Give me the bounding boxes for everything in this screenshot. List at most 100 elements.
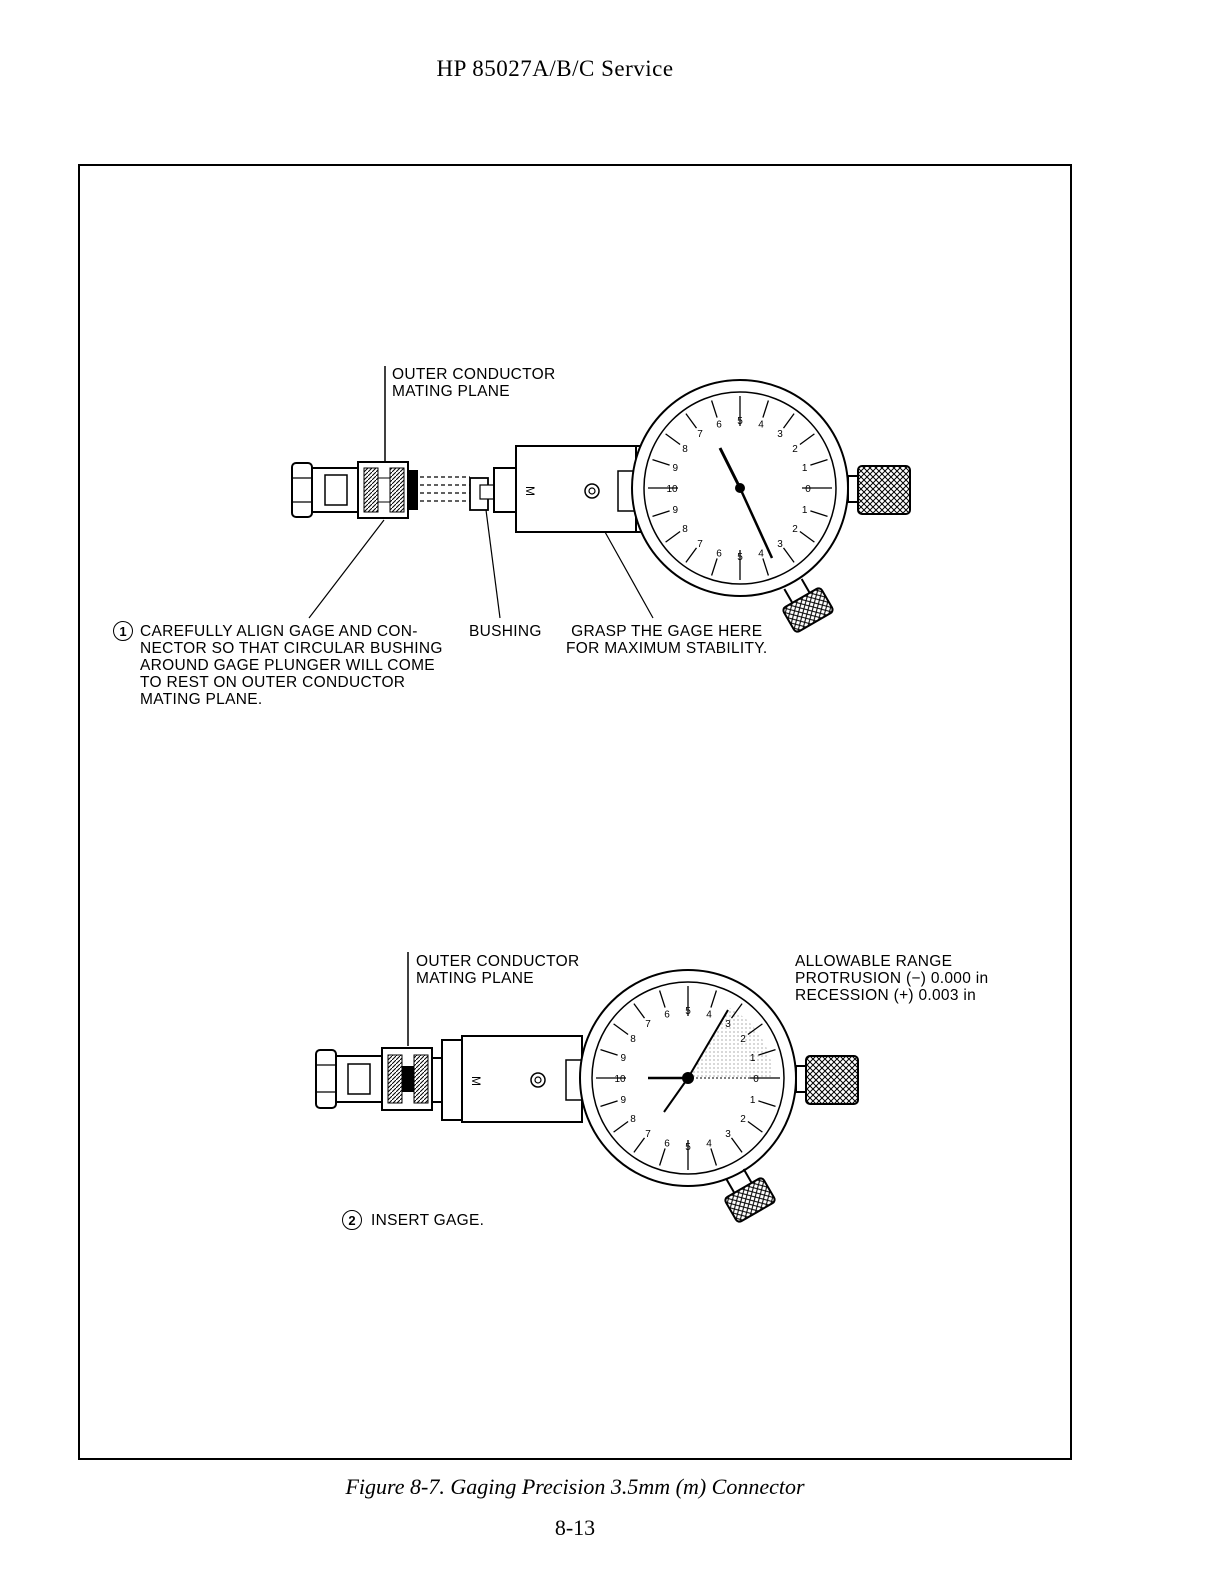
dial-number: 2 (740, 1034, 746, 1045)
dial-tick (762, 400, 770, 418)
dial-tick (799, 433, 815, 446)
step-1-line: NECTOR SO THAT CIRCULAR BUSHING (140, 640, 443, 657)
grasp-label: GRASP THE GAGE HERE FOR MAXIMUM STABILIT… (566, 623, 768, 657)
dial-tick (685, 547, 698, 563)
dial-number: 3 (777, 539, 783, 550)
dial-number: 7 (645, 1129, 651, 1140)
fig2-plane-label-line2: MATING PLANE (416, 970, 534, 987)
dial-number: 5 (685, 1006, 691, 1017)
leader-bushing (485, 509, 501, 619)
step-1-line: AROUND GAGE PLUNGER WILL COME (140, 657, 435, 674)
range-title: ALLOWABLE RANGE (795, 953, 953, 970)
allowable-range-shade (688, 1008, 773, 1078)
fig1-plane-label: OUTER CONDUCTOR MATING PLANE (392, 366, 556, 400)
dial-tick (730, 1003, 743, 1019)
dial-number: 1 (802, 505, 808, 516)
dial-tick (633, 1003, 646, 1019)
body-letter: M (523, 486, 537, 496)
grasp-label-line1: GRASP THE GAGE HERE (571, 623, 763, 640)
dial-tick (782, 547, 795, 563)
range-recession: RECESSION (+) 0.003 in (795, 987, 977, 1004)
dial-number: 2 (740, 1114, 746, 1125)
dial-number: 8 (682, 444, 688, 455)
dial-tick (652, 510, 670, 518)
dial-number: 8 (630, 1114, 636, 1125)
dial-tick (652, 458, 670, 466)
dial-tick (710, 1148, 718, 1166)
dial-tick (758, 1048, 776, 1056)
gage-body-2 (461, 1035, 583, 1123)
dial-number: 6 (716, 549, 722, 560)
dial-number: 4 (758, 549, 764, 560)
range-protrusion: PROTRUSION (−) 0.000 in (795, 970, 989, 987)
allowable-range-label: ALLOWABLE RANGE PROTRUSION (−) 0.000 in … (795, 953, 988, 1004)
dial-number: 9 (673, 463, 679, 474)
knurled-knob-1 (857, 465, 911, 515)
step-2-text: INSERT GAGE. (371, 1212, 485, 1229)
dial-number: 4 (706, 1009, 712, 1020)
dial-tick (710, 558, 718, 576)
dial-number: 7 (697, 429, 703, 440)
bottom-knob-1 (782, 578, 834, 633)
dial-tick (710, 990, 718, 1008)
dial-number: 9 (673, 505, 679, 516)
dial-number: 6 (664, 1009, 670, 1020)
leader-align (308, 519, 385, 619)
bushing-label: BUSHING (469, 623, 542, 640)
dial-tick (799, 530, 815, 543)
dial-number: 8 (630, 1034, 636, 1045)
knurled-knob-2 (805, 1055, 859, 1105)
step-1-marker: 1 (113, 621, 133, 641)
dial-tick (685, 413, 698, 429)
grasp-label-line2: FOR MAXIMUM STABILITY. (566, 640, 768, 657)
dial-tick (665, 530, 681, 543)
bushing-2 (441, 1039, 463, 1121)
connector-1 (291, 461, 418, 519)
step-1-line: MATING PLANE. (140, 691, 263, 708)
figure-frame (78, 164, 1072, 1460)
dial-number: 7 (697, 539, 703, 550)
dial-tick (758, 1100, 776, 1108)
dial-number: 5 (737, 552, 743, 563)
dial-tick (658, 990, 666, 1008)
step-1-line: CAREFULLY ALIGN GAGE AND CON- (140, 623, 418, 640)
fig1-plane-label-line2: MATING PLANE (392, 383, 510, 400)
alignment-dashes (420, 476, 470, 502)
body-letter-2: M (469, 1076, 483, 1086)
dial-number: 10 (666, 484, 678, 495)
page-header: HP 85027A/B/C Service (436, 56, 674, 81)
fig2-plane-label: OUTER CONDUCTOR MATING PLANE (416, 953, 580, 987)
connector-2 (315, 1047, 433, 1111)
dial-number: 0 (753, 1074, 759, 1085)
dial-number: 0 (805, 484, 811, 495)
dial-number: 2 (792, 444, 798, 455)
dial-tick (762, 558, 770, 576)
step-1-text: CAREFULLY ALIGN GAGE AND CON- NECTOR SO … (140, 623, 443, 708)
dial-tick (747, 1120, 763, 1133)
dial-tick (665, 433, 681, 446)
dial-tick (710, 400, 718, 418)
step-1-line: TO REST ON OUTER CONDUCTOR (140, 674, 406, 691)
dial-number: 4 (706, 1139, 712, 1150)
dial-tick (600, 1048, 618, 1056)
step-2-marker: 2 (342, 1210, 362, 1230)
page-number: 8-13 (554, 1515, 596, 1540)
dial-number: 4 (758, 419, 764, 430)
bushing (493, 467, 517, 513)
dial-number: 9 (621, 1053, 627, 1064)
dial-tick (633, 1137, 646, 1153)
dial-tick (730, 1137, 743, 1153)
dial-tick (747, 1023, 763, 1036)
dial-number: 2 (792, 524, 798, 535)
dial-number: 1 (750, 1095, 756, 1106)
figure-caption: Figure 8-7. Gaging Precision 3.5mm (m) C… (345, 1474, 805, 1499)
dial-number: 10 (614, 1074, 626, 1085)
dial-tick (613, 1023, 629, 1036)
dial-number: 3 (777, 429, 783, 440)
dial-tick (782, 413, 795, 429)
gage-body (515, 445, 637, 533)
